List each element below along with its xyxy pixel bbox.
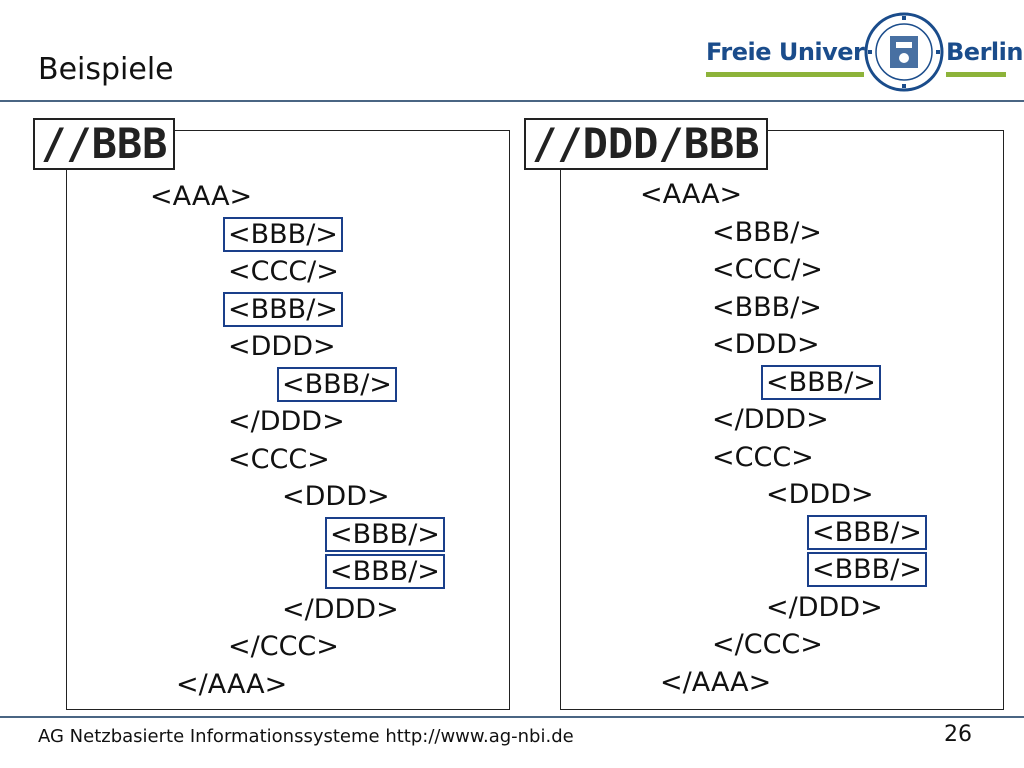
xml-line-matched: <BBB/> bbox=[223, 216, 343, 252]
xpath-query-label: //BBB bbox=[33, 118, 176, 170]
page-number: 26 bbox=[944, 722, 972, 747]
header-divider bbox=[0, 100, 1024, 102]
example-panel-right bbox=[560, 130, 1004, 710]
university-logo: Freie Universität Berlin bbox=[706, 12, 1023, 94]
xml-line: </AAA> bbox=[176, 668, 287, 702]
xml-tag-text: <DDD> bbox=[228, 331, 336, 362]
logo-accent-line bbox=[946, 72, 1006, 77]
xml-line: </CCC> bbox=[712, 628, 823, 662]
xml-line-matched: <BBB/> bbox=[325, 554, 445, 589]
xml-tag-text: <DDD> bbox=[766, 479, 874, 510]
xml-tag-text: </DDD> bbox=[228, 406, 345, 437]
xml-line-matched: <BBB/> bbox=[277, 366, 397, 402]
xml-tag-text: </CCC> bbox=[228, 631, 339, 662]
xml-line: <DDD> bbox=[766, 478, 874, 512]
match-highlight: <BBB/> bbox=[277, 366, 397, 402]
xml-tag-text: <CCC> bbox=[712, 441, 814, 473]
xml-tag-text: </AAA> bbox=[176, 668, 288, 700]
xml-tag-text: <CCC/> bbox=[228, 256, 339, 287]
xml-line: </DDD> bbox=[228, 405, 345, 439]
xml-line: </DDD> bbox=[766, 591, 883, 625]
xml-tag-text: <DDD> bbox=[712, 329, 820, 360]
xml-tag-text: <AAA> bbox=[150, 181, 253, 212]
xml-line-matched: <BBB/> bbox=[223, 291, 343, 327]
xml-line: <CCC/> bbox=[712, 253, 823, 287]
xml-tag-text: <CCC> bbox=[228, 443, 330, 475]
xml-tag-text: <BBB/> bbox=[712, 216, 822, 248]
footer-text: AG Netzbasierte Informationssysteme http… bbox=[38, 726, 574, 747]
xml-tag-text: </DDD> bbox=[282, 593, 399, 625]
xml-line: <AAA> bbox=[150, 180, 252, 214]
xml-line: </CCC> bbox=[228, 630, 339, 664]
match-highlight: <BBB/> bbox=[807, 552, 927, 587]
match-highlight: <BBB/> bbox=[761, 364, 881, 400]
logo-accent-line bbox=[706, 72, 864, 77]
xml-line: <CCC> bbox=[712, 441, 814, 475]
match-highlight: <BBB/> bbox=[223, 216, 343, 252]
xml-line: <DDD> bbox=[712, 328, 820, 362]
xml-line: <AAA> bbox=[640, 178, 742, 212]
footer-divider bbox=[0, 716, 1024, 718]
xml-line: </DDD> bbox=[282, 593, 399, 627]
slide-title: Beispiele bbox=[38, 52, 174, 87]
xml-line-matched: <BBB/> bbox=[761, 364, 881, 400]
xpath-query-label: //DDD/BBB bbox=[524, 118, 768, 170]
match-highlight: <BBB/> bbox=[325, 516, 445, 552]
xml-tag-text: </DDD> bbox=[766, 591, 883, 623]
xml-line: <BBB/> bbox=[712, 291, 822, 325]
xml-tag-text: </CCC> bbox=[712, 629, 823, 660]
xml-line: <CCC/> bbox=[228, 255, 339, 289]
xml-tag-text: <AAA> bbox=[640, 179, 743, 210]
xml-line: <BBB/> bbox=[712, 216, 822, 250]
xml-line: </DDD> bbox=[712, 403, 829, 437]
xml-tag-text: <BBB/> bbox=[712, 291, 822, 323]
xml-line-matched: <BBB/> bbox=[807, 552, 927, 587]
match-highlight: <BBB/> bbox=[325, 554, 445, 589]
xml-line-matched: <BBB/> bbox=[325, 516, 445, 552]
xml-tag-text: </DDD> bbox=[712, 404, 829, 435]
xml-line-matched: <BBB/> bbox=[807, 514, 927, 550]
xml-line: <DDD> bbox=[228, 330, 336, 364]
xml-tag-text: <DDD> bbox=[282, 481, 390, 512]
xml-tag-text: </AAA> bbox=[660, 666, 772, 698]
university-seal-icon bbox=[864, 12, 944, 92]
xml-line: <CCC> bbox=[228, 443, 330, 477]
xml-tag-text: <CCC/> bbox=[712, 254, 823, 285]
match-highlight: <BBB/> bbox=[807, 514, 927, 550]
xml-line: <DDD> bbox=[282, 480, 390, 514]
xml-line: </AAA> bbox=[660, 666, 771, 700]
match-highlight: <BBB/> bbox=[223, 291, 343, 327]
logo-text-right: Berlin bbox=[946, 38, 1023, 66]
example-panel-left bbox=[66, 130, 510, 710]
